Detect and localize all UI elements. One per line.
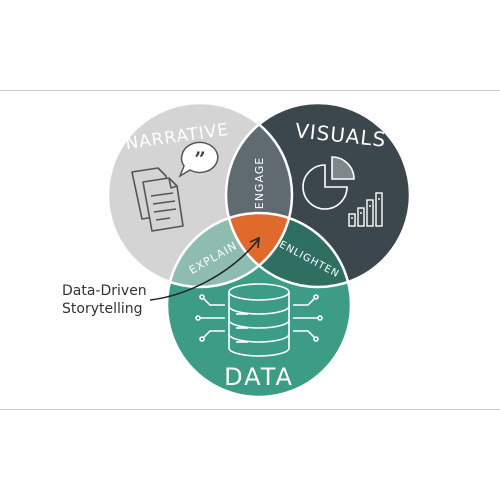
annotation-arrow (149, 236, 260, 301)
documents-icon (131, 167, 184, 232)
annotation-line-1: Data-Driven (62, 283, 147, 299)
database-icon (195, 283, 323, 357)
engage-label: ENGAGE (253, 157, 266, 210)
svg-text:”: ” (194, 147, 206, 171)
data-label: DATA (224, 363, 294, 391)
annotation-line-2: Storytelling (62, 301, 143, 317)
bar-chart-icon (348, 192, 383, 227)
quote-bubble-icon: ” (178, 141, 219, 178)
explain-overlap (167, 213, 292, 287)
enlighten-overlap (226, 213, 351, 287)
pie-chart-icon (302, 156, 355, 210)
